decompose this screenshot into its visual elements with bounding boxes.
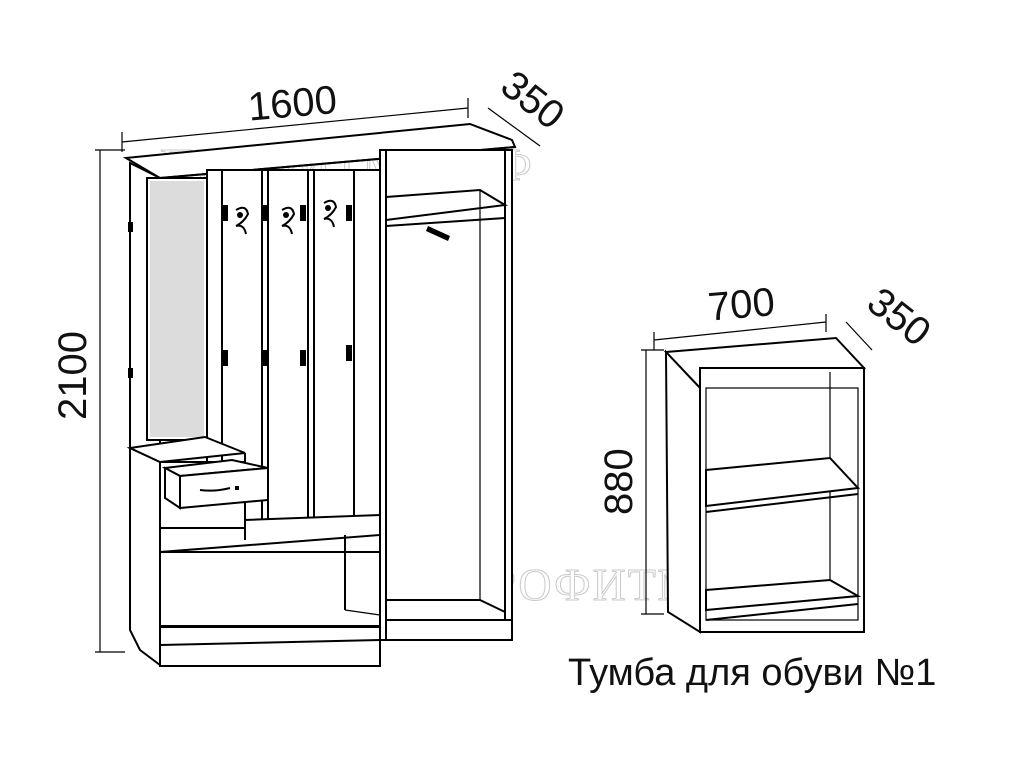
hallway-depth-label: 350 [493, 62, 573, 138]
hook-icon [323, 199, 338, 228]
shoe-cabinet-height-label: 880 [597, 448, 641, 515]
shoe-cabinet-dimensions [641, 314, 873, 615]
shoe-cabinet-width-label: 700 [706, 280, 776, 330]
hook-icon [235, 206, 250, 235]
shoe-cabinet [663, 336, 867, 634]
shoe-cabinet-depth-label: 350 [859, 279, 939, 355]
hook-icon [281, 206, 296, 235]
shoe-cabinet-caption: Тумба для обуви №1 [568, 652, 936, 694]
hallway-width-label: 1600 [246, 78, 338, 130]
hallway-dimensions [95, 98, 541, 653]
hallway-height-label: 2100 [51, 331, 95, 420]
hallway-unit [122, 122, 517, 667]
